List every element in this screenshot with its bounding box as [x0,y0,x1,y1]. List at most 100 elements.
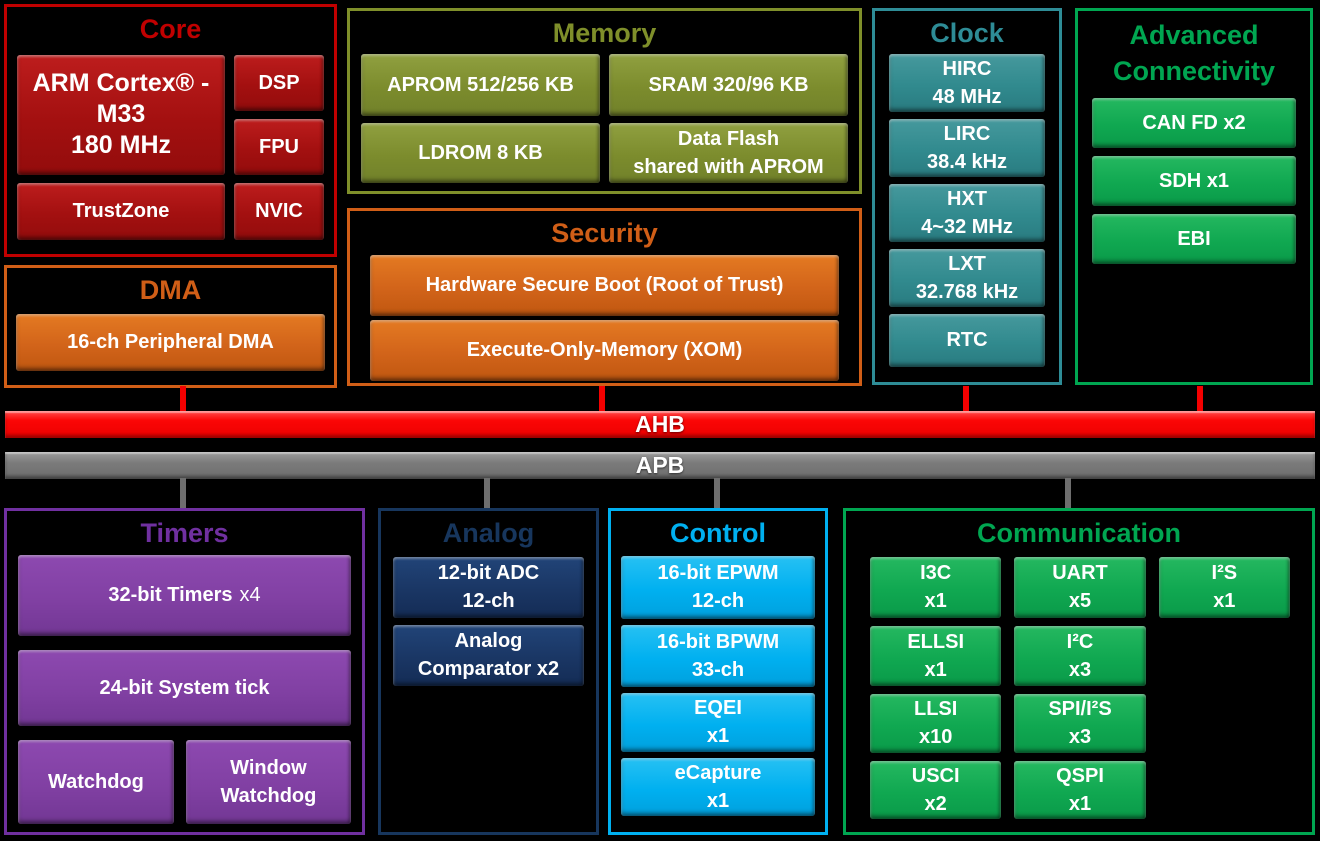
adc-line-2: 12-ch [462,590,515,613]
usci-name: USCI [911,764,960,787]
llsi-count: x10 [918,726,953,749]
connector-apb-timers [180,478,186,508]
ecapture-name: eCapture [674,761,762,784]
block-i2s: I²S x1 [1158,556,1290,618]
block-sdh: SDH x1 [1092,155,1296,206]
spi-count: x3 [1068,726,1092,749]
window-watchdog-line-2: Watchdog [220,784,317,807]
uart-count: x5 [1068,590,1092,613]
uart-name: UART [1052,562,1108,585]
core-title: Core [139,14,202,44]
section-security: Security Hardware Secure Boot (Root of T… [347,208,862,386]
block-llsi: LLSI x10 [870,693,1002,753]
block-spi-i2s: SPI/I²S x3 [1014,693,1146,753]
ahb-bus-bar: AHB [5,411,1315,438]
timers-body: 32-bit Timers x4 24-bit System tick Watch… [7,551,362,824]
block-uart: UART x5 [1014,556,1146,618]
adv-title-line-1: Advanced [1129,20,1259,50]
timers-bottom-row: Watchdog Window Watchdog [18,739,351,824]
cpu-line-3: 180 MHz [70,131,172,160]
cpu-line-2: M33 [96,100,146,129]
connector-apb-control [714,478,720,508]
window-watchdog-line-1: Window [230,756,307,779]
block-data-flash: Data Flash shared with APROM [609,122,848,183]
block-sram: SRAM 320/96 KB [609,53,848,116]
block-ldrom: LDROM 8 KB [361,122,600,183]
section-clock: Clock HIRC 48 MHz LIRC 38.4 kHz HXT 4~32… [872,8,1062,385]
block-window-watchdog: Window Watchdog [185,739,351,824]
dma-body: 16-ch Peripheral DMA [7,308,334,371]
ellsi-name: ELLSI [907,630,964,653]
bpwm-name: 16-bit BPWM [656,630,780,653]
cpu-line-1: ARM Cortex® - [32,68,210,97]
connector-connectivity-ahb [1197,386,1203,411]
32bit-timers-label: 32-bit Timers [108,584,233,607]
block-fpu: FPU [234,118,324,175]
advanced-connectivity-title: Advanced Connectivity [1078,11,1310,90]
block-lirc: LIRC 38.4 kHz [889,118,1045,177]
apb-bus-bar: APB [5,452,1315,479]
ellsi-count: x1 [924,658,947,681]
block-watchdog: Watchdog [18,739,174,824]
block-hirc: HIRC 48 MHz [889,53,1045,112]
lirc-value: 38.4 kHz [926,150,1008,173]
block-analog-comparator: Analog Comparator x2 [393,624,584,686]
qspi-count: x1 [1068,792,1092,815]
communication-grid: I3C x1 UART x5 I²S x1 ELLSI x1 I²C x3 LL… [846,551,1312,819]
analog-title: Analog [442,518,535,548]
block-ellsi: ELLSI x1 [870,625,1002,686]
connector-dma-ahb [180,386,186,411]
hirc-name: HIRC [942,57,992,80]
block-32bit-timers: 32-bit Timers x4 [18,554,351,636]
eqei-count: x1 [706,725,730,748]
adv-title-line-2: Connectivity [1112,56,1276,87]
ecapture-count: x1 [706,789,730,812]
block-can-fd: CAN FD x2 [1092,97,1296,148]
clock-title: Clock [930,18,1004,48]
ahb-bus-label: AHB [635,411,685,437]
qspi-name: QSPI [1056,764,1104,787]
i2s-name: I²S [1211,562,1238,585]
block-hxt: HXT 4~32 MHz [889,183,1045,242]
block-rtc: RTC [889,313,1045,367]
acmp-line-1: Analog [454,630,523,653]
section-analog: Analog 12-bit ADC 12-ch Analog Comparato… [378,508,599,835]
block-dsp: DSP [234,54,324,111]
security-title: Security [551,218,658,248]
block-i3c: I3C x1 [870,556,1002,618]
block-secure-boot: Hardware Secure Boot (Root of Trust) [370,254,839,316]
memory-title: Memory [552,18,657,48]
bpwm-channels: 33-ch [691,658,745,681]
lxt-name: LXT [948,252,986,275]
block-usci: USCI x2 [870,760,1002,819]
i2s-count: x1 [1213,590,1236,613]
section-advanced-connectivity: Advanced Connectivity CAN FD x2 SDH x1 E… [1075,8,1313,385]
connector-apb-analog [484,478,490,508]
section-memory: Memory APROM 512/256 KB SRAM 320/96 KB L… [347,8,862,194]
control-body: 16-bit EPWM 12-ch 16-bit BPWM 33-ch EQEI… [611,551,825,816]
lirc-name: LIRC [943,122,991,145]
i2c-name: I²C [1066,630,1094,653]
block-lxt: LXT 32.768 kHz [889,248,1045,307]
spi-name: SPI/I²S [1048,698,1112,721]
connector-security-ahb [599,386,605,411]
block-trustzone: TrustZone [17,182,225,240]
lxt-value: 32.768 kHz [915,280,1019,303]
dma-title: DMA [139,275,202,305]
block-arm-cortex-m33: ARM Cortex® - M33 180 MHz [17,54,225,175]
block-adc: 12-bit ADC 12-ch [393,556,584,618]
block-nvic: NVIC [234,182,324,240]
epwm-channels: 12-ch [691,590,745,613]
32bit-timers-line: 32-bit Timers x4 [108,581,260,609]
section-dma: DMA 16-ch Peripheral DMA [4,265,337,388]
section-control: Control 16-bit EPWM 12-ch 16-bit BPWM 33… [608,508,828,835]
eqei-name: EQEI [694,697,742,720]
apb-bus-label: APB [635,452,685,478]
advanced-connectivity-body: CAN FD x2 SDH x1 EBI [1078,90,1310,264]
block-systick: 24-bit System tick [18,649,351,726]
block-peripheral-dma: 16-ch Peripheral DMA [16,313,325,371]
security-body: Hardware Secure Boot (Root of Trust) Exe… [350,251,859,381]
32bit-timers-count: x4 [239,584,261,607]
